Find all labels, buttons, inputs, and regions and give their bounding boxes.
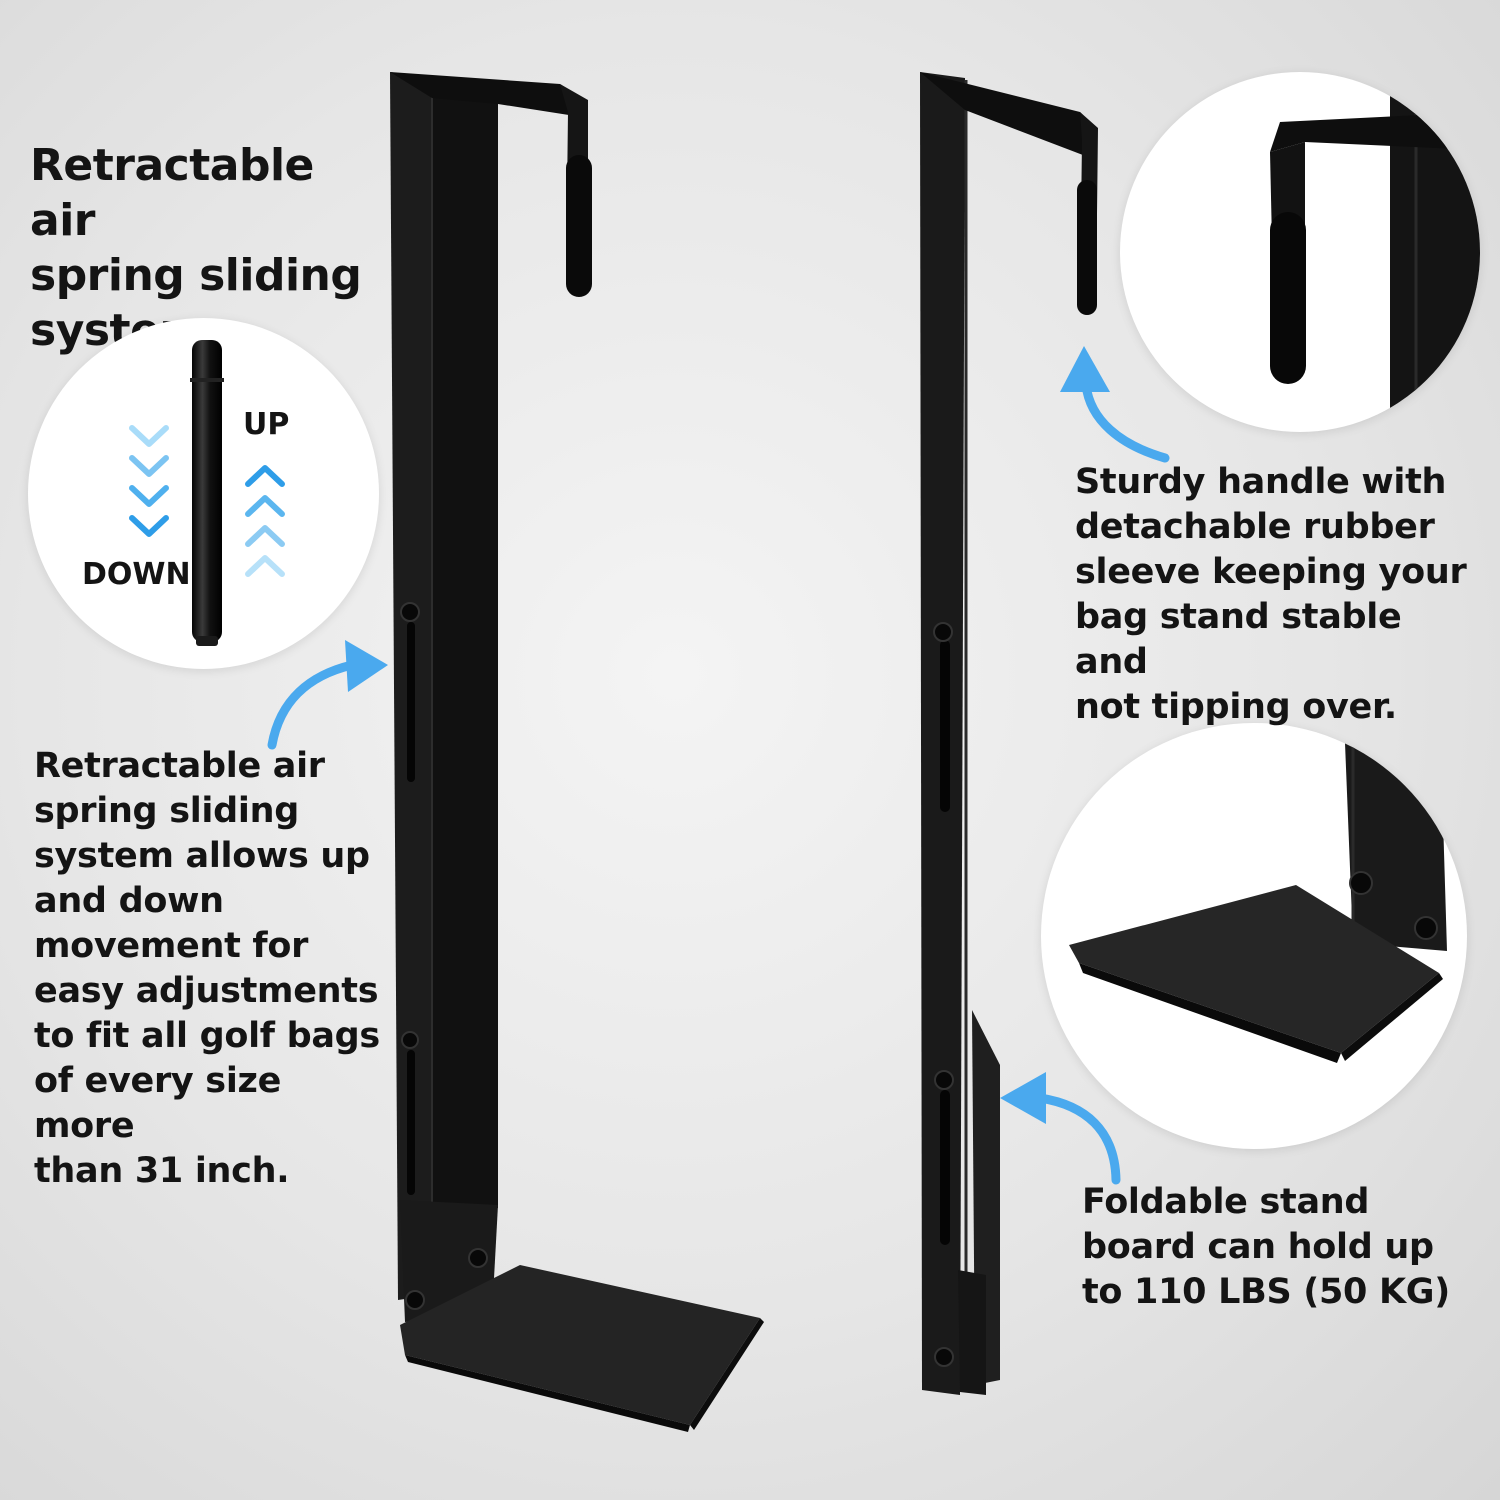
air-spring-rod xyxy=(192,340,222,642)
board-detail-circle xyxy=(1041,723,1467,1149)
caption-line: Sturdy handle with xyxy=(1075,462,1447,502)
board-closeup xyxy=(1069,743,1447,1063)
right-stand xyxy=(920,72,1098,1395)
board-caption: Foldable stand board can hold up to 110 … xyxy=(1082,1180,1462,1315)
handle-detail-circle xyxy=(1120,72,1480,432)
caption-line: movement for xyxy=(34,926,309,966)
caption-line: spring sliding xyxy=(34,791,299,831)
spring-detail-circle: UP DOWN xyxy=(28,318,379,669)
up-label: UP xyxy=(243,407,290,442)
caption-line: of every size more xyxy=(34,1061,282,1146)
chevron-down-icon xyxy=(129,425,169,537)
curved-arrow-icon xyxy=(267,640,388,750)
caption-line: Foldable stand xyxy=(1082,1182,1370,1222)
caption-line: detachable rubber xyxy=(1075,507,1435,547)
chevron-up-icon xyxy=(245,465,285,577)
caption-line: to fit all golf bags xyxy=(34,1016,380,1056)
spring-caption: Retractable air spring sliding system al… xyxy=(34,744,384,1194)
handle-caption: Sturdy handle with detachable rubber sle… xyxy=(1075,460,1485,730)
down-label: DOWN xyxy=(82,557,191,592)
air-spring-illustration xyxy=(129,340,285,646)
caption-line: not tipping over. xyxy=(1075,687,1397,727)
caption-line: system allows up xyxy=(34,836,370,876)
left-stand xyxy=(390,72,764,1432)
rubber-sleeve xyxy=(1270,212,1306,384)
caption-line: and down xyxy=(34,881,224,921)
curved-arrow-icon xyxy=(1000,1072,1121,1185)
headline-line: spring sliding xyxy=(30,250,362,301)
handle-closeup xyxy=(1270,72,1480,432)
caption-line: easy adjustments xyxy=(34,971,379,1011)
caption-line: to 110 LBS (50 KG) xyxy=(1082,1272,1450,1312)
caption-line: than 31 inch. xyxy=(34,1151,290,1191)
headline: Retractable air spring sliding system xyxy=(30,138,390,358)
caption-line: sleeve keeping your xyxy=(1075,552,1467,592)
curved-arrow-icon xyxy=(1060,346,1170,463)
rubber-sleeve xyxy=(566,155,592,297)
caption-line: board can hold up xyxy=(1082,1227,1434,1267)
caption-line: bag stand stable and xyxy=(1075,597,1402,682)
headline-line: Retractable air xyxy=(30,140,314,246)
caption-line: Retractable air xyxy=(34,746,325,786)
